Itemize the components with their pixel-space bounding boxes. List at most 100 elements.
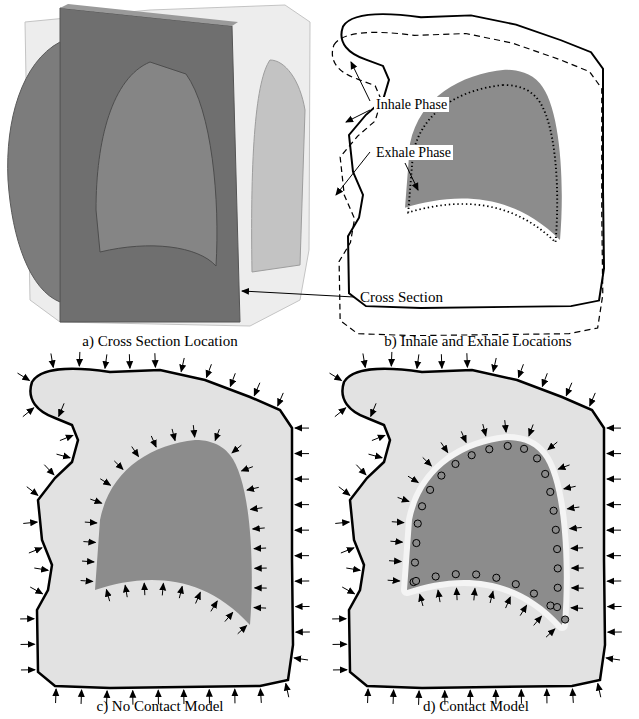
load-arrow [423,457,432,465]
load-arrow [254,548,266,550]
load-arrow [607,428,621,429]
load-arrow [206,364,211,377]
load-arrow [278,393,284,406]
load-arrow [608,631,622,632]
phase-figure [332,14,604,335]
load-arrow [181,358,184,372]
leader-line [405,163,418,190]
load-arrow [393,690,395,704]
load-arrow [335,408,346,417]
load-arrow [391,352,393,366]
load-arrow [254,383,260,396]
contact-node [411,559,418,566]
load-arrow [295,453,309,454]
leader-line [242,291,354,297]
leader-line [346,110,370,122]
load-arrow [558,465,569,469]
load-arrow [162,583,163,595]
contact-node [562,616,569,623]
load-arrow [420,594,423,606]
load-arrow [608,606,622,607]
load-arrow [34,568,48,570]
load-arrow [294,658,308,660]
load-arrow [606,658,620,660]
load-arrow [441,442,448,452]
load-arrow [607,479,621,480]
load-arrow [493,358,496,372]
load-arrow [363,353,365,367]
load-arrow [564,486,576,489]
load-arrow [598,684,601,698]
contact-node [414,520,421,527]
load-arrow [286,684,289,698]
load-arrow [151,436,156,447]
load-arrow [332,618,346,619]
load-arrow [572,587,584,588]
load-arrow [254,607,266,609]
torso-figure [8,4,354,326]
load-arrow [251,508,263,510]
load-arrow [372,435,385,440]
leader-line [336,152,370,195]
contact-figure [330,352,622,705]
load-arrow [441,354,443,368]
load-arrow [590,393,596,406]
load-arrow [100,479,110,485]
load-arrow [546,689,547,703]
contact-node [504,442,511,449]
load-arrow [295,504,309,505]
load-arrow [21,644,35,645]
panel-caption: c) No Contact Model [96,698,223,715]
load-arrow [418,691,420,705]
load-arrow [296,606,310,607]
load-arrow [571,547,583,549]
load-arrow [82,561,94,563]
load-arrow [607,530,621,531]
load-arrow [60,435,73,440]
load-arrow [369,454,383,458]
load-arrow [295,530,309,531]
load-arrow [546,629,555,637]
contact-node [533,455,540,462]
load-arrow [29,548,42,553]
load-arrow [607,504,621,505]
load-arrow [51,353,53,367]
load-arrow [518,364,523,377]
load-arrow [542,373,547,386]
load-arrow [295,479,309,480]
contact-node [493,574,500,581]
exhale-body-outline [332,32,602,335]
load-arrow [474,588,475,600]
phase-label: Exhale Phase [374,145,453,160]
load-arrow [57,454,71,458]
load-arrow [18,373,30,380]
contact-node [550,507,557,514]
load-arrow [232,445,241,453]
contact-node [473,571,480,578]
contact-node [512,581,519,588]
load-arrow [461,431,466,442]
load-arrow [125,585,127,597]
inhale-body-outline [341,14,604,308]
panel-caption: d) Contact Model [423,698,529,715]
leader-line [351,62,370,101]
contact-gap [407,440,564,625]
load-arrow [572,567,584,568]
body-region [30,369,293,688]
load-arrow [333,669,347,670]
load-arrow [90,499,101,503]
load-arrow [247,487,259,490]
load-arrow [154,353,156,367]
slab-top [60,4,238,26]
contact-node [553,604,560,611]
load-arrow [230,373,235,386]
contact-node [432,573,439,580]
panel-caption: a) Cross Section Location [82,333,237,350]
load-arrow [346,568,360,570]
left-lung-section [96,62,217,266]
load-arrow [295,428,309,429]
load-arrow [534,616,542,625]
load-arrow [417,354,419,368]
load-arrow [371,403,376,416]
